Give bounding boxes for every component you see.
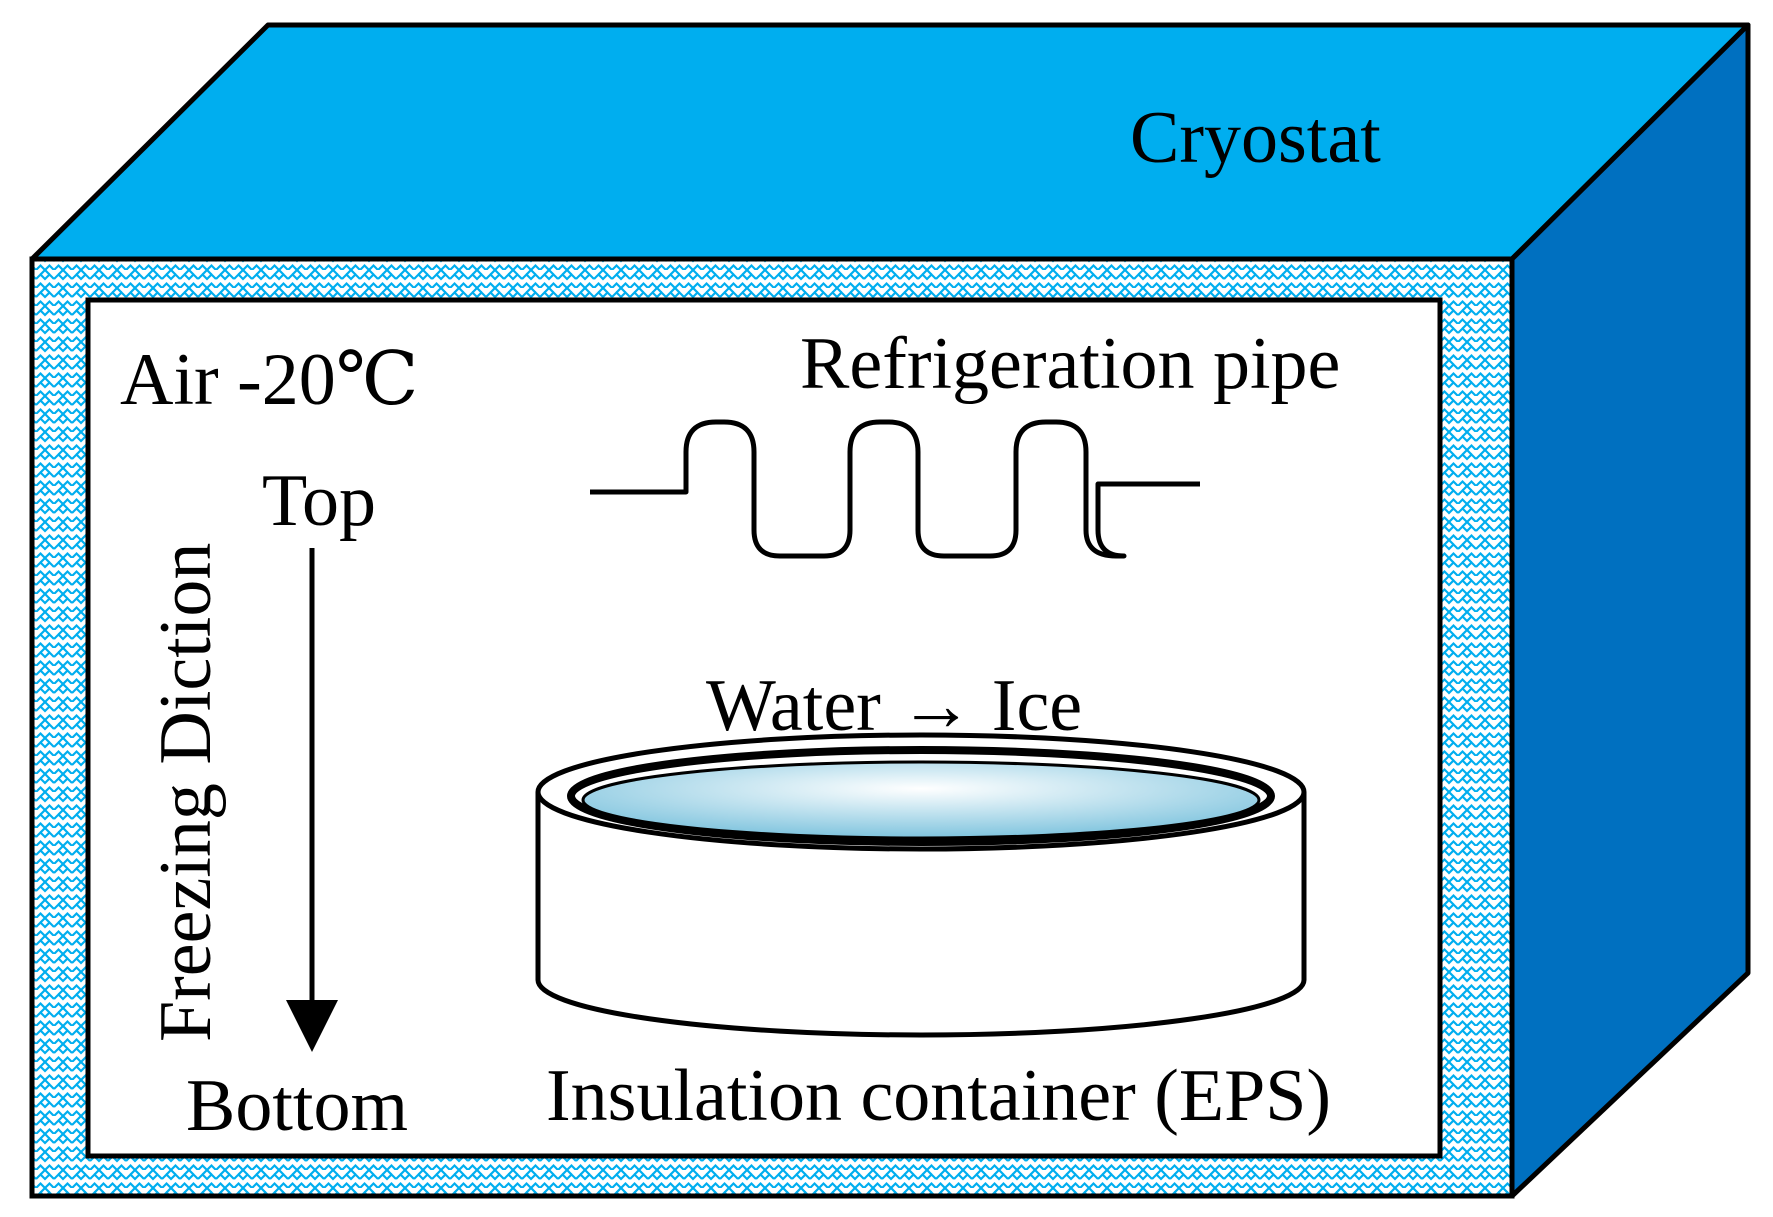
top-label: Top bbox=[262, 460, 376, 542]
refrigeration-pipe-line bbox=[590, 419, 1200, 559]
refrigeration-pipe-label: Refrigeration pipe bbox=[800, 323, 1340, 405]
water-surface bbox=[581, 760, 1261, 840]
cryostat-top-face bbox=[29, 22, 1751, 262]
freezing-direction-label: Freezing Diction bbox=[145, 543, 227, 1042]
bottom-label: Bottom bbox=[186, 1065, 408, 1147]
container-label: Insulation container (EPS) bbox=[546, 1055, 1331, 1137]
cryostat-label: Cryostat bbox=[1130, 97, 1381, 179]
freezing-direction-arrowhead bbox=[286, 1000, 338, 1052]
container-body bbox=[535, 792, 1307, 1038]
air-temperature-label: Air -20℃ bbox=[120, 339, 419, 421]
